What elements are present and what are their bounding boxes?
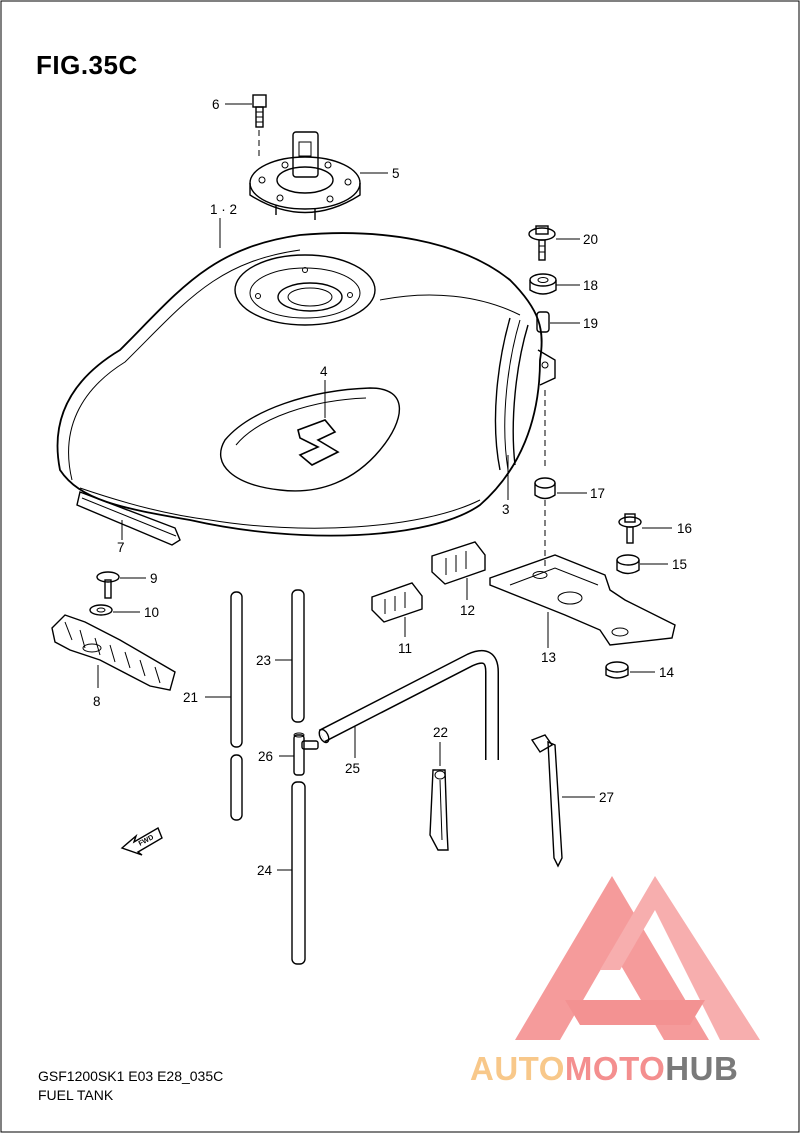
callout-10: 10 bbox=[144, 605, 159, 620]
callout-5: 5 bbox=[392, 166, 400, 181]
watermark-text: AUTOMOTOHUB bbox=[470, 1050, 738, 1088]
callout-22: 22 bbox=[433, 725, 448, 740]
fwd-arrow-icon: FWD bbox=[120, 826, 163, 856]
callout-21: 21 bbox=[183, 690, 198, 705]
callout-26: 26 bbox=[258, 749, 273, 764]
part-16-bolt bbox=[618, 513, 642, 544]
callout-4: 4 bbox=[320, 364, 328, 379]
callout-17: 17 bbox=[590, 486, 605, 501]
callout-18: 18 bbox=[583, 278, 598, 293]
callout-19: 19 bbox=[583, 316, 598, 331]
callout-8: 8 bbox=[93, 694, 101, 709]
part-5-fuel-cap bbox=[249, 131, 361, 220]
callout-9: 9 bbox=[150, 571, 158, 586]
figure-code: GSF1200SK1 E03 E28_035C bbox=[38, 1068, 224, 1084]
part-14-nut bbox=[605, 661, 629, 679]
watermark-logo bbox=[515, 876, 760, 1040]
callout-20: 20 bbox=[583, 232, 598, 247]
part-11-clamp bbox=[371, 582, 423, 637]
part-23-hose bbox=[291, 589, 305, 723]
part-3-mount bbox=[507, 349, 556, 500]
part-6-bolt bbox=[252, 94, 267, 160]
part-25-bent-hose bbox=[318, 650, 499, 760]
callout-24: 24 bbox=[257, 863, 273, 878]
part-12-clamp bbox=[431, 541, 486, 600]
figure-title: FIG.35C bbox=[36, 50, 138, 80]
callout-25: 25 bbox=[345, 761, 360, 776]
part-26-t-joint bbox=[293, 732, 319, 776]
callout-11: 11 bbox=[398, 641, 412, 656]
callout-27: 27 bbox=[599, 790, 614, 805]
part-24-hose bbox=[291, 781, 306, 965]
part-22-clip bbox=[429, 742, 449, 851]
figure-name: FUEL TANK bbox=[38, 1087, 114, 1103]
part-20-bolt bbox=[528, 225, 556, 261]
part-15-nut bbox=[616, 554, 640, 575]
callout-12: 12 bbox=[460, 603, 475, 618]
part-13-bracket bbox=[489, 554, 676, 648]
part-1-2-fuel-tank bbox=[56, 232, 543, 537]
callout-14: 14 bbox=[659, 665, 675, 680]
callout-23: 23 bbox=[256, 653, 271, 668]
callout-16: 16 bbox=[677, 521, 692, 536]
watermark-moto: MOTO bbox=[564, 1050, 666, 1087]
part-10-washer bbox=[89, 604, 113, 616]
watermark-hub: HUB bbox=[665, 1050, 739, 1087]
callout-13: 13 bbox=[541, 650, 556, 665]
part-18-grommet bbox=[529, 273, 557, 295]
callout-15: 15 bbox=[672, 557, 687, 572]
part-7-cushion-strip bbox=[76, 491, 181, 546]
watermark-auto: AUTO bbox=[470, 1050, 565, 1087]
callout-3: 3 bbox=[502, 502, 510, 517]
part-19-collar bbox=[536, 311, 550, 333]
part-27-clip bbox=[530, 734, 563, 868]
part-8-cushion bbox=[51, 614, 176, 691]
callout-1-2: 1 · 2 bbox=[210, 202, 237, 217]
part-4-emblem bbox=[297, 380, 340, 466]
part-17-cushion bbox=[534, 477, 556, 500]
callout-6: 6 bbox=[212, 97, 220, 112]
part-21-hose bbox=[230, 591, 243, 821]
callout-7: 7 bbox=[117, 540, 125, 555]
part-9-screw bbox=[96, 571, 120, 599]
